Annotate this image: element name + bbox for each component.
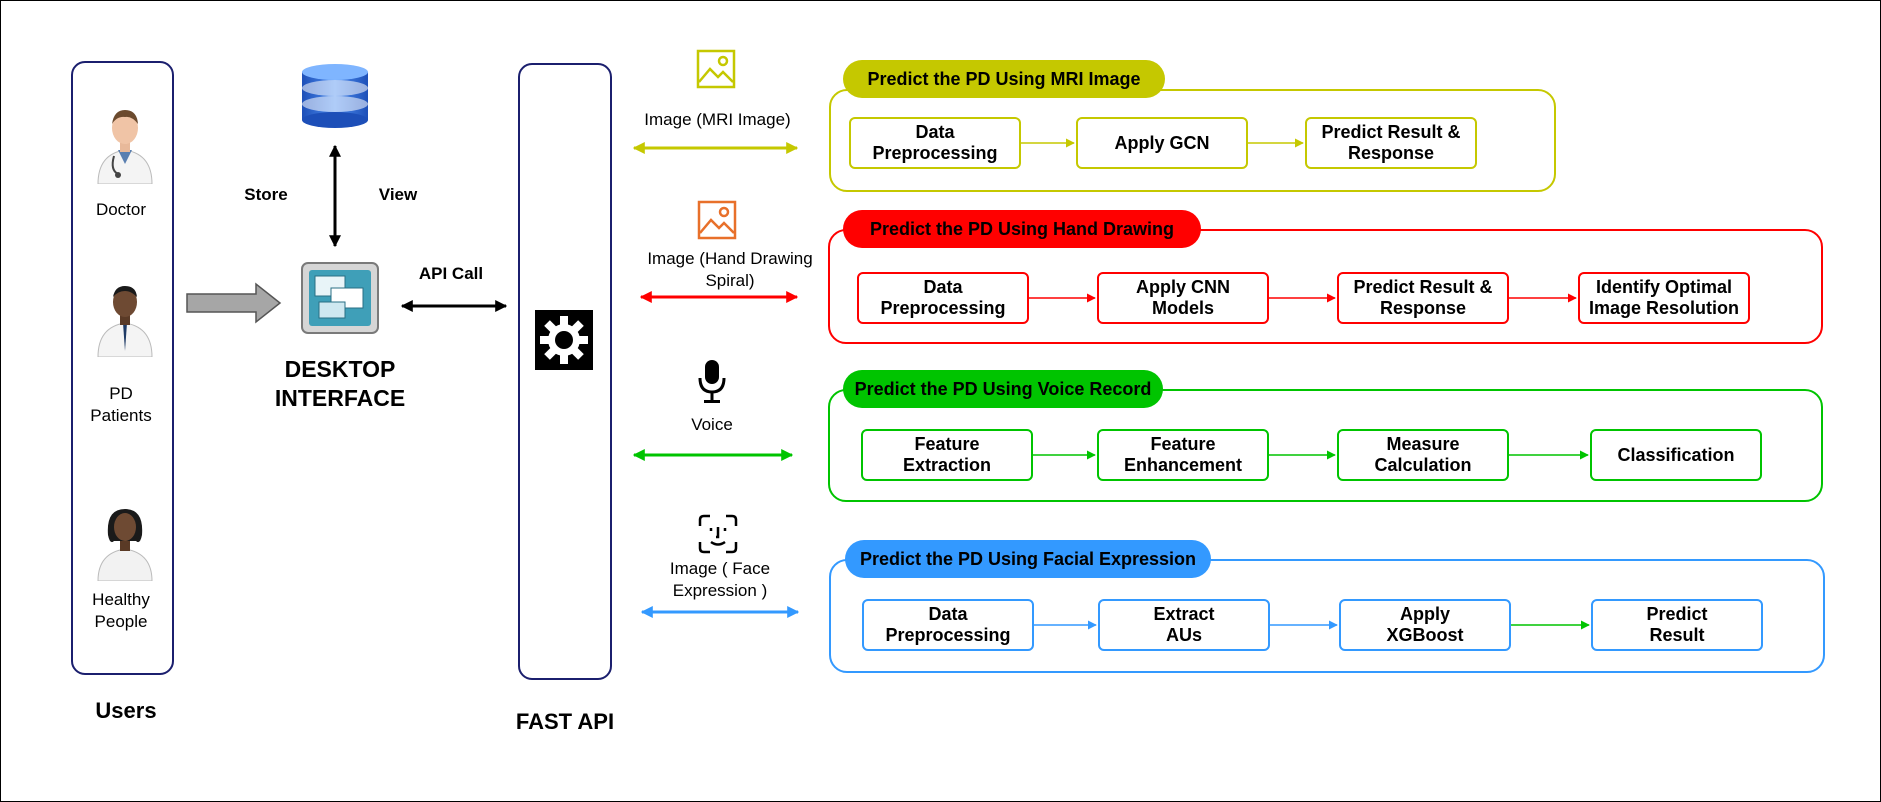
face-step-data-preprocessing: Data Preprocessing	[862, 599, 1034, 651]
doctor-icon	[97, 110, 153, 184]
hand-step-predict-result: Predict Result & Response	[1337, 272, 1509, 324]
voice-step-classification: Classification	[1590, 429, 1762, 481]
hand-step-data-preprocessing: Data Preprocessing	[857, 272, 1029, 324]
pd-patients-label: PD Patients	[90, 384, 152, 425]
face-step-predict-result: Predict Result	[1591, 599, 1763, 651]
microphone-icon	[698, 360, 726, 403]
face-input-label: Image ( Face Expression )	[669, 559, 771, 600]
users-title: Users	[95, 698, 157, 723]
hand-step-apply-cnn: Apply CNN Models	[1097, 272, 1269, 324]
face-step-extract-aus: Extract AUs	[1098, 599, 1270, 651]
users-column	[71, 61, 174, 675]
facial-pipeline-title: Predict the PD Using Facial Expression	[845, 540, 1211, 578]
mri-pipeline-title: Predict the PD Using MRI Image	[843, 60, 1165, 98]
voice-pipeline-title: Predict the PD Using Voice Record	[843, 370, 1163, 408]
gear-icon	[535, 310, 593, 370]
api-call-label: API Call	[418, 264, 484, 283]
hand-drawing-pipeline-group	[828, 229, 1823, 344]
view-label: View	[378, 185, 418, 204]
hand-drawing-input-label: Image (Hand Drawing Spiral)	[647, 249, 813, 290]
face-scan-icon	[698, 514, 738, 554]
face-step-apply-xgboost: Apply XGBoost	[1339, 599, 1511, 651]
store-label: Store	[244, 185, 288, 204]
healthy-person-icon	[97, 509, 153, 581]
healthy-people-label: Healthy People	[92, 590, 150, 631]
database-icon	[302, 64, 368, 128]
patient-icon	[97, 286, 153, 357]
fast-api-column	[518, 63, 612, 680]
voice-step-feature-enhancement: Feature Enhancement	[1097, 429, 1269, 481]
voice-input-label: Voice	[691, 415, 733, 434]
desktop-interface-title: DESKTOP INTERFACE	[274, 356, 406, 411]
voice-step-feature-extraction: Feature Extraction	[861, 429, 1033, 481]
facial-pipeline-group	[829, 559, 1825, 673]
voice-pipeline-group	[828, 389, 1823, 502]
fast-api-title: FAST API	[515, 709, 615, 734]
desktop-app-icon[interactable]	[301, 262, 379, 334]
image-icon	[696, 49, 736, 89]
mri-step-apply-gcn: Apply GCN	[1076, 117, 1248, 169]
mri-input-label: Image (MRI Image)	[644, 110, 791, 129]
hand-step-identify-resolution: Identify Optimal Image Resolution	[1578, 272, 1750, 324]
mri-pipeline-group	[829, 89, 1556, 192]
doctor-label: Doctor	[95, 200, 147, 219]
image-icon	[697, 200, 737, 240]
mri-step-predict-result: Predict Result & Response	[1305, 117, 1477, 169]
hand-drawing-pipeline-title: Predict the PD Using Hand Drawing	[843, 210, 1201, 248]
users-to-desktop-arrow	[186, 282, 282, 324]
voice-step-measure-calculation: Measure Calculation	[1337, 429, 1509, 481]
mri-step-data-preprocessing: Data Preprocessing	[849, 117, 1021, 169]
